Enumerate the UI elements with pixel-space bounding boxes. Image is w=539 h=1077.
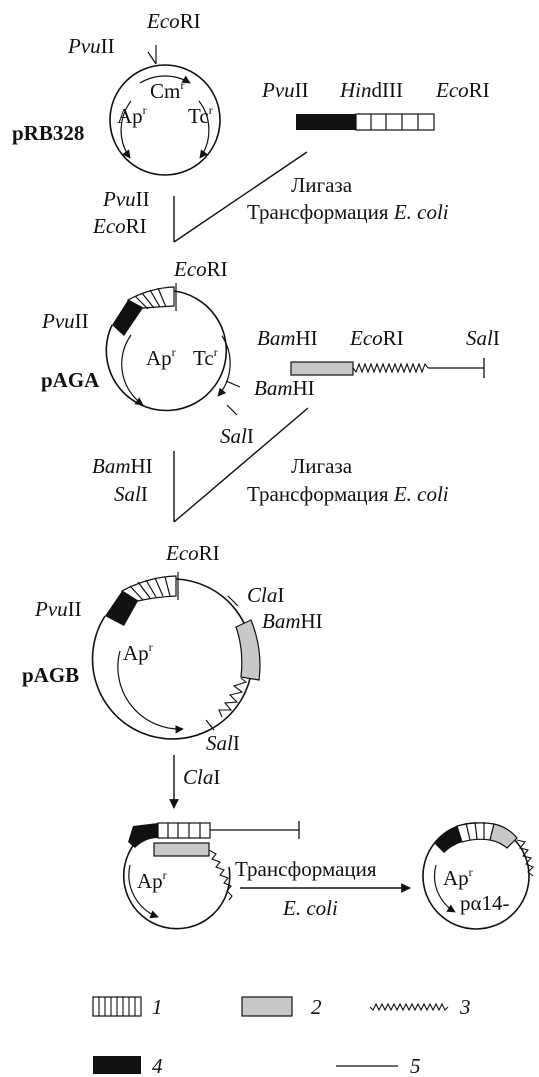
step-2-diagonal: [173, 407, 309, 523]
pagb-wavy-insert: [218, 677, 248, 718]
tc-arrow: [198, 100, 210, 159]
legend-label-3: 3: [459, 995, 471, 1019]
fragment-1-striped-segment: [355, 113, 435, 131]
label-tc-2: Tcr: [193, 345, 218, 370]
pagb-clai-tick: [227, 595, 239, 607]
label-bamhi-step2: BamHI: [92, 454, 153, 478]
label-tc-1: Tcr: [188, 103, 213, 128]
label-ap-1: Apr: [117, 103, 147, 128]
plasmid-prb328-ring: [109, 64, 221, 176]
pagb-black-insert: [105, 591, 138, 626]
fragment-2: [290, 358, 485, 378]
plasmid-paga: [105, 283, 241, 416]
label-ligase-1: Лигаза: [291, 173, 353, 197]
intermediate-gray-insert: [153, 842, 210, 857]
label-bamhi-3: BamHI: [262, 609, 323, 633]
label-clai-3: ClaI: [247, 583, 284, 607]
final-gray-insert: [489, 823, 518, 849]
plasmid-final: [422, 821, 534, 930]
pagb-sali-tick: [205, 719, 215, 731]
paga-tc-arrow: [217, 335, 231, 397]
label-sali-step2: SalI: [114, 482, 148, 506]
label-ap-2: Apr: [146, 345, 176, 370]
step-1-diagonal: [173, 151, 308, 243]
label-hindiii-frag1: HindIII: [339, 78, 403, 102]
plasmid-pagb-ring: [91, 578, 254, 740]
label-transform-4: Трансформация: [235, 857, 377, 881]
plasmid-paga-ring: [105, 290, 228, 412]
final-wavy-insert: [516, 839, 534, 877]
paga-sali-tick: [226, 404, 238, 416]
intermediate-wavy-insert: [208, 849, 233, 901]
pvuii-site-tick: [147, 51, 157, 65]
legend: 1 2 3 4 5: [92, 995, 471, 1077]
label-ecori-step1: EcoRI: [92, 214, 147, 238]
intermediate-striped-insert: [157, 822, 211, 839]
label-cm-1: Cmr: [150, 78, 184, 103]
fragment-2-gray-segment: [290, 361, 354, 376]
label-ecori-1: EcoRI: [146, 9, 201, 33]
plasmid-pagb: [91, 572, 261, 740]
final-ap-arrow: [433, 864, 456, 913]
plasmid-prb328: [109, 45, 221, 176]
label-sali-2: SalI: [220, 424, 254, 448]
label-bamhi-frag2: BamHI: [257, 326, 318, 350]
plasmid-name-prb328: pRB328: [12, 121, 84, 145]
ap-arrow: [120, 100, 132, 159]
legend-label-4: 4: [152, 1054, 163, 1077]
label-ligase-2: Лигаза: [291, 454, 353, 478]
label-pvuii-frag1: PvuII: [261, 78, 309, 102]
plasmid-name-pagb: pAGB: [22, 663, 79, 687]
label-ap-final: Apr: [443, 865, 473, 890]
legend-swatch-4: [93, 1056, 141, 1074]
label-sali-frag2: SalI: [466, 326, 500, 350]
label-pvuii-1: PvuII: [67, 34, 115, 58]
label-transform-2: Трансформация E. coli: [247, 482, 449, 506]
legend-label-5: 5: [410, 1054, 421, 1077]
legend-label-2: 2: [311, 995, 322, 1019]
label-sali-3: SalI: [206, 731, 240, 755]
paga-ap-arrow: [121, 334, 144, 406]
plasmid-name-final: pα14-: [460, 891, 510, 915]
legend-label-1: 1: [152, 995, 163, 1019]
paga-bamhi-tick: [225, 380, 241, 388]
cm-arrow: [139, 75, 191, 84]
label-pvuii-step1: PvuII: [102, 187, 150, 211]
paga-black-insert: [112, 300, 143, 336]
label-ap-4: Apr: [137, 868, 167, 893]
label-pvuii-2: PvuII: [41, 309, 89, 333]
fragment-2-wavy-segment: [352, 362, 429, 374]
label-ap-3: Apr: [123, 640, 153, 665]
label-ecori-frag1: EcoRI: [435, 78, 490, 102]
fragment-1: [296, 113, 435, 131]
plasmid-intermediate: [122, 821, 300, 930]
plasmid-name-paga: pAGA: [41, 368, 100, 392]
label-ecori-2: EcoRI: [173, 257, 228, 281]
pagb-ap-arrow: [117, 650, 184, 734]
label-ecoli-4: E. coli: [282, 896, 338, 920]
label-bamhi-2: BamHI: [254, 376, 315, 400]
intermediate-ap-arrow: [128, 864, 159, 919]
label-clai-step3: ClaI: [183, 765, 220, 789]
label-pvuii-3: PvuII: [34, 597, 82, 621]
label-transform-1: Трансформация E. coli: [247, 200, 449, 224]
final-black-insert: [434, 826, 462, 853]
label-ecori-3: EcoRI: [165, 541, 220, 565]
legend-swatch-3: [369, 1002, 449, 1012]
intermediate-ring: [122, 842, 231, 930]
pagb-gray-insert: [235, 619, 261, 681]
legend-swatch-2: [241, 996, 293, 1017]
fragment-1-black-segment: [296, 114, 356, 130]
intermediate-black-insert: [128, 823, 158, 848]
label-ecori-frag2: EcoRI: [349, 326, 404, 350]
